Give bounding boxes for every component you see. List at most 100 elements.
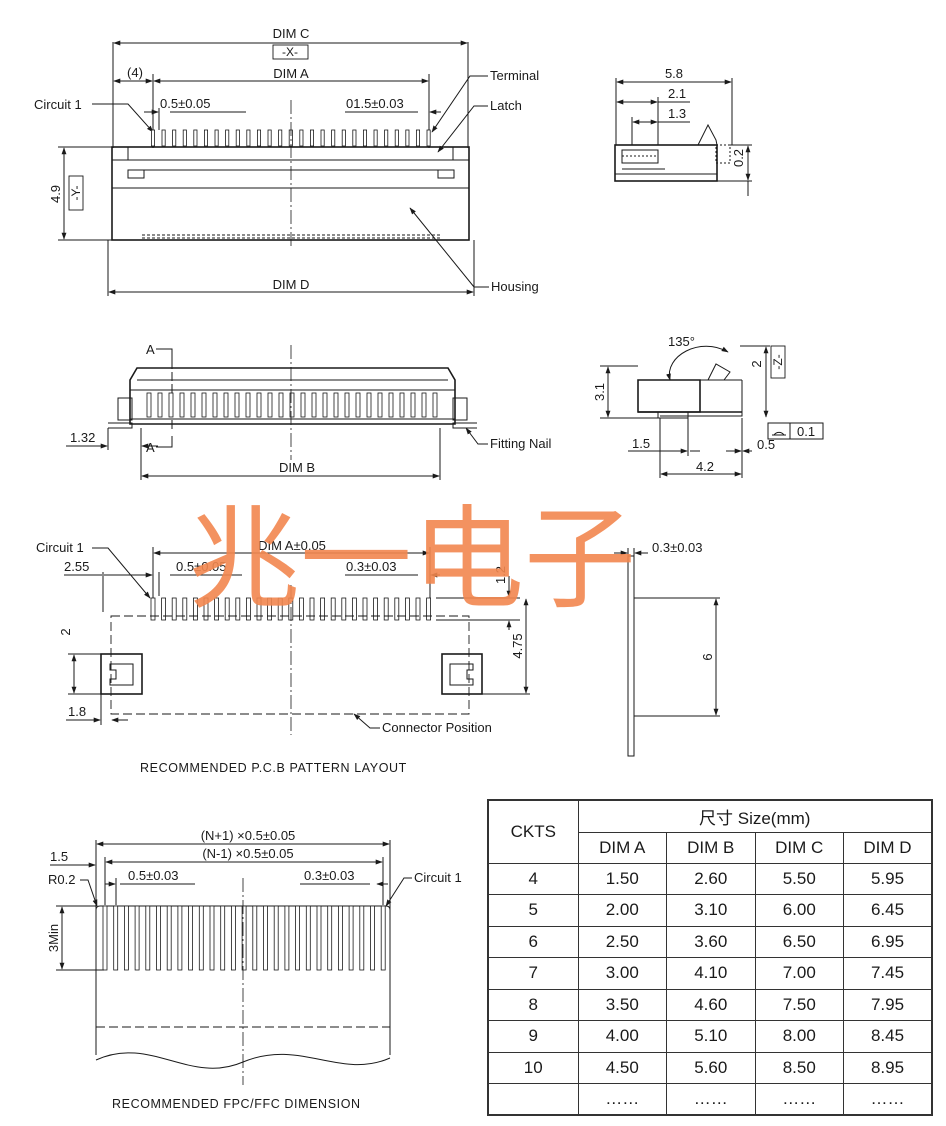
terminal-pin bbox=[341, 129, 346, 147]
pcb-layout: Circuit 1 DIM A±0.05 2.55 0.5±0.05 0.3±0… bbox=[36, 538, 530, 775]
table-row: …………………… bbox=[487, 1083, 933, 1116]
pcb-pad bbox=[394, 597, 400, 621]
fpc-width-1-5-label: 1.5 bbox=[50, 849, 68, 864]
pcb-pad bbox=[298, 597, 304, 621]
table-cell: 8.50 bbox=[754, 1051, 844, 1084]
fpc-finger bbox=[337, 905, 343, 971]
terminal-pin bbox=[246, 129, 251, 147]
pcb-pad bbox=[235, 597, 241, 621]
fpc-finger bbox=[145, 905, 151, 971]
fpc-finger bbox=[102, 905, 108, 971]
terminal-pin bbox=[203, 129, 208, 147]
circuit1-label: Circuit 1 bbox=[34, 97, 82, 112]
fpc-caption: RECOMMENDED FPC/FFC DIMENSION bbox=[112, 1097, 361, 1111]
pad-detail: 0.3±0.03 6 bbox=[614, 540, 720, 757]
contact-pin bbox=[311, 392, 317, 418]
terminal-pin bbox=[362, 129, 367, 147]
fpc-finger bbox=[166, 905, 172, 971]
width-4-2-label: 4.2 bbox=[696, 459, 714, 474]
contact-pin bbox=[256, 392, 262, 418]
table-cell: 5.50 bbox=[754, 862, 844, 895]
contact-pin bbox=[388, 392, 394, 418]
fpc-circuit1-label: Circuit 1 bbox=[414, 870, 462, 885]
table-cell: 8.45 bbox=[843, 1020, 933, 1053]
terminal-pin bbox=[161, 129, 166, 147]
fpc-finger bbox=[380, 905, 386, 971]
fpc-finger bbox=[134, 905, 140, 971]
fpc-pitch-label: 0.5±0.03 bbox=[128, 868, 179, 883]
table-cell: 6 bbox=[487, 925, 579, 958]
terminal-pin bbox=[225, 129, 230, 147]
table-cell: 4.00 bbox=[577, 1020, 667, 1053]
side-view-top: 5.8 2.1 1.3 0.2 bbox=[614, 66, 752, 196]
fpc-finger bbox=[284, 905, 290, 971]
fpc-finger bbox=[124, 905, 129, 971]
dim-b-label: DIM B bbox=[279, 460, 315, 475]
pcb-pad bbox=[415, 597, 421, 621]
pcb-pad bbox=[404, 597, 410, 621]
fpc-n-plus-label: (N+1) ×0.5±0.05 bbox=[201, 828, 296, 843]
width-5-8-label: 5.8 bbox=[665, 66, 683, 81]
table-cell: 6.50 bbox=[754, 925, 844, 958]
pcb-width-1-8-label: 1.8 bbox=[68, 704, 86, 719]
table-cell: 5.95 bbox=[843, 862, 933, 895]
fpc-width-label: 0.3±0.03 bbox=[304, 868, 355, 883]
fpc-finger bbox=[263, 905, 268, 971]
size-header: 尺寸 Size(mm) bbox=[577, 799, 933, 833]
table-cell: …… bbox=[666, 1083, 756, 1116]
latch-label: Latch bbox=[490, 98, 522, 113]
datum-z-label: -Z- bbox=[771, 354, 785, 369]
pcb-dim-a-label: DIM A±0.05 bbox=[258, 538, 326, 553]
pcb-pad bbox=[362, 597, 368, 621]
table-cell: 3.10 bbox=[666, 894, 756, 927]
housing-label: Housing bbox=[491, 279, 539, 294]
terminal-pin bbox=[331, 129, 336, 147]
contact-pin bbox=[289, 392, 295, 418]
connector-position-label: Connector Position bbox=[382, 720, 492, 735]
pcb-height-4-75-label: 4.75 bbox=[510, 633, 525, 658]
contact-pin bbox=[157, 392, 163, 418]
fpc-finger bbox=[113, 905, 119, 971]
fpc-finger bbox=[305, 905, 311, 971]
pcb-pad-label: 0.3±0.03 bbox=[346, 559, 397, 574]
terminal-pin bbox=[256, 129, 261, 147]
pcb-height-1-2-label: 1.2 bbox=[493, 566, 508, 584]
table-cell: …… bbox=[577, 1083, 667, 1116]
pitch-right-label: 01.5±0.03 bbox=[346, 96, 404, 111]
contact-pin bbox=[432, 392, 438, 418]
terminal-pin bbox=[320, 129, 325, 147]
table-cell: 6.45 bbox=[843, 894, 933, 927]
pcb-pad bbox=[267, 597, 273, 621]
pcb-circuit1-label: Circuit 1 bbox=[36, 540, 84, 555]
dim-a-label: DIM A bbox=[273, 66, 309, 81]
terminal-pin bbox=[182, 129, 187, 147]
col-header-dim-b: DIM B bbox=[666, 831, 756, 864]
terminal-label: Terminal bbox=[490, 68, 539, 83]
fpc-n-minus-label: (N-1) ×0.5±0.05 bbox=[202, 846, 293, 861]
table-cell bbox=[487, 1083, 579, 1116]
col-header-dim-a: DIM A bbox=[577, 831, 667, 864]
terminal-pin bbox=[415, 129, 420, 147]
fpc-finger bbox=[316, 905, 322, 971]
watermark: 兆一电子 bbox=[188, 495, 636, 625]
pcb-pad bbox=[256, 597, 262, 621]
pcb-pad bbox=[373, 597, 379, 621]
height-0-2-label: 0.2 bbox=[731, 149, 746, 167]
pitch-4-label: (4) bbox=[127, 65, 143, 80]
table-cell: 6.00 bbox=[754, 894, 844, 927]
datum-y-label: -Y- bbox=[69, 186, 83, 201]
table-cell: 5.60 bbox=[666, 1051, 756, 1084]
terminal-pin bbox=[394, 129, 399, 147]
terminal-pin bbox=[193, 129, 198, 147]
terminal-pin bbox=[278, 129, 283, 147]
pcb-pad bbox=[330, 597, 336, 621]
pcb-pad bbox=[245, 597, 251, 621]
contact-pin bbox=[223, 392, 229, 418]
fpc-finger bbox=[252, 905, 258, 971]
terminal-pin bbox=[214, 129, 219, 147]
